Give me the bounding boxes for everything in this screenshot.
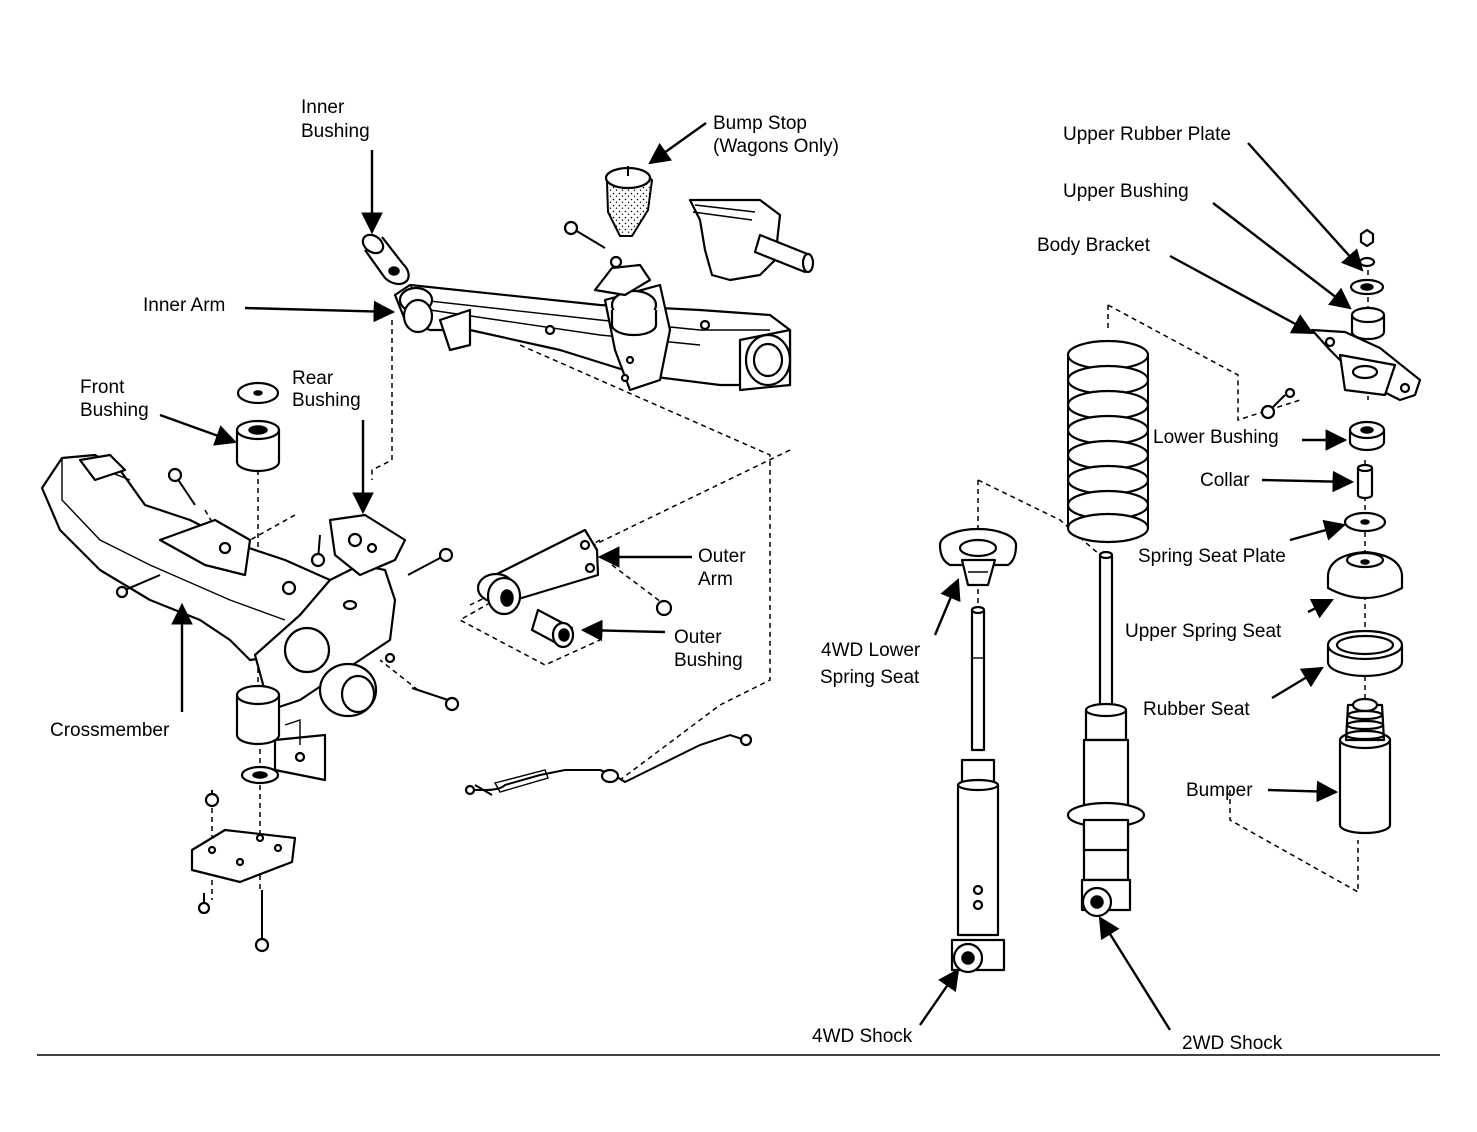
- upper-spring-seat: [1326, 550, 1404, 599]
- label-bumper: Bumper: [1186, 780, 1253, 801]
- body-bracket: [1310, 328, 1422, 402]
- lower-spring-seat-4wd: [938, 527, 1018, 587]
- label-collar: Collar: [1200, 470, 1250, 491]
- bump-stop: [604, 166, 654, 237]
- label-upper-rubber-plate: Upper Rubber Plate: [1063, 124, 1231, 145]
- label-inner-arm: Inner Arm: [143, 295, 225, 316]
- brake-line: [464, 733, 753, 796]
- body-bracket-bolt: [1260, 387, 1296, 420]
- label-shock-4wd: 4WD Shock: [812, 1026, 913, 1047]
- crossmember-lower-bushing: [235, 684, 281, 785]
- label-body-bracket: Body Bracket: [1037, 235, 1151, 256]
- label-lower-bushing: Lower Bushing: [1153, 427, 1279, 448]
- label-upper-bushing: Upper Bushing: [1063, 181, 1189, 202]
- bolts: [167, 467, 673, 953]
- label-crossmember: Crossmember: [50, 720, 170, 741]
- spring-seat-plate: [1343, 511, 1387, 533]
- inner-bushing: [361, 233, 410, 286]
- bump-stop-bolt: [563, 220, 623, 269]
- callout-labels: Inner Bushing Bump Stop (Wagons Only) In…: [50, 97, 1286, 1054]
- upper-bushing: [1350, 306, 1386, 341]
- label-bump-stop-line1: Bump Stop: [713, 113, 807, 134]
- label-inner-bushing-line1: Inner: [301, 97, 345, 118]
- label-lower-spring-seat-4wd-line2: Spring Seat: [820, 667, 920, 688]
- label-upper-spring-seat: Upper Spring Seat: [1125, 621, 1282, 642]
- shock-2wd: [1066, 550, 1146, 918]
- label-lower-spring-seat-4wd-line1: 4WD Lower: [821, 640, 921, 661]
- label-bump-stop-line2: (Wagons Only): [713, 136, 839, 157]
- body-quarter-panel: [688, 198, 815, 282]
- shock-4wd: [950, 605, 1006, 974]
- label-rear-bushing-line2: Bushing: [292, 390, 361, 411]
- leader-arrows: [159, 122, 1364, 1031]
- lower-bushing: [1348, 420, 1386, 452]
- rubber-seat: [1326, 629, 1404, 678]
- trailing-arm-bracket: [253, 513, 407, 782]
- inner-arm: [393, 263, 792, 392]
- label-spring-seat-plate: Spring Seat Plate: [1138, 546, 1286, 567]
- front-bushing: [235, 381, 281, 473]
- label-outer-bushing-line2: Bushing: [674, 650, 743, 671]
- label-shock-2wd: 2WD Shock: [1182, 1033, 1283, 1054]
- outer-arm: [476, 528, 600, 616]
- label-rear-bushing-line1: Rear: [292, 368, 334, 389]
- outer-bushing: [530, 608, 575, 649]
- label-outer-arm-line2: Arm: [698, 569, 733, 590]
- label-outer-bushing-line1: Outer: [674, 627, 722, 648]
- label-rubber-seat: Rubber Seat: [1143, 699, 1250, 720]
- label-outer-arm-line1: Outer: [698, 546, 746, 567]
- label-front-bushing-line2: Bushing: [80, 400, 149, 421]
- upper-rubber-plate: [1349, 228, 1385, 296]
- crossmember: [40, 453, 332, 662]
- label-inner-bushing-line2: Bushing: [301, 121, 370, 142]
- coil-spring: [1066, 339, 1150, 544]
- bumper: [1338, 697, 1392, 835]
- mounting-plate: [190, 828, 297, 884]
- collar: [1356, 463, 1374, 500]
- label-front-bushing-line1: Front: [80, 377, 125, 398]
